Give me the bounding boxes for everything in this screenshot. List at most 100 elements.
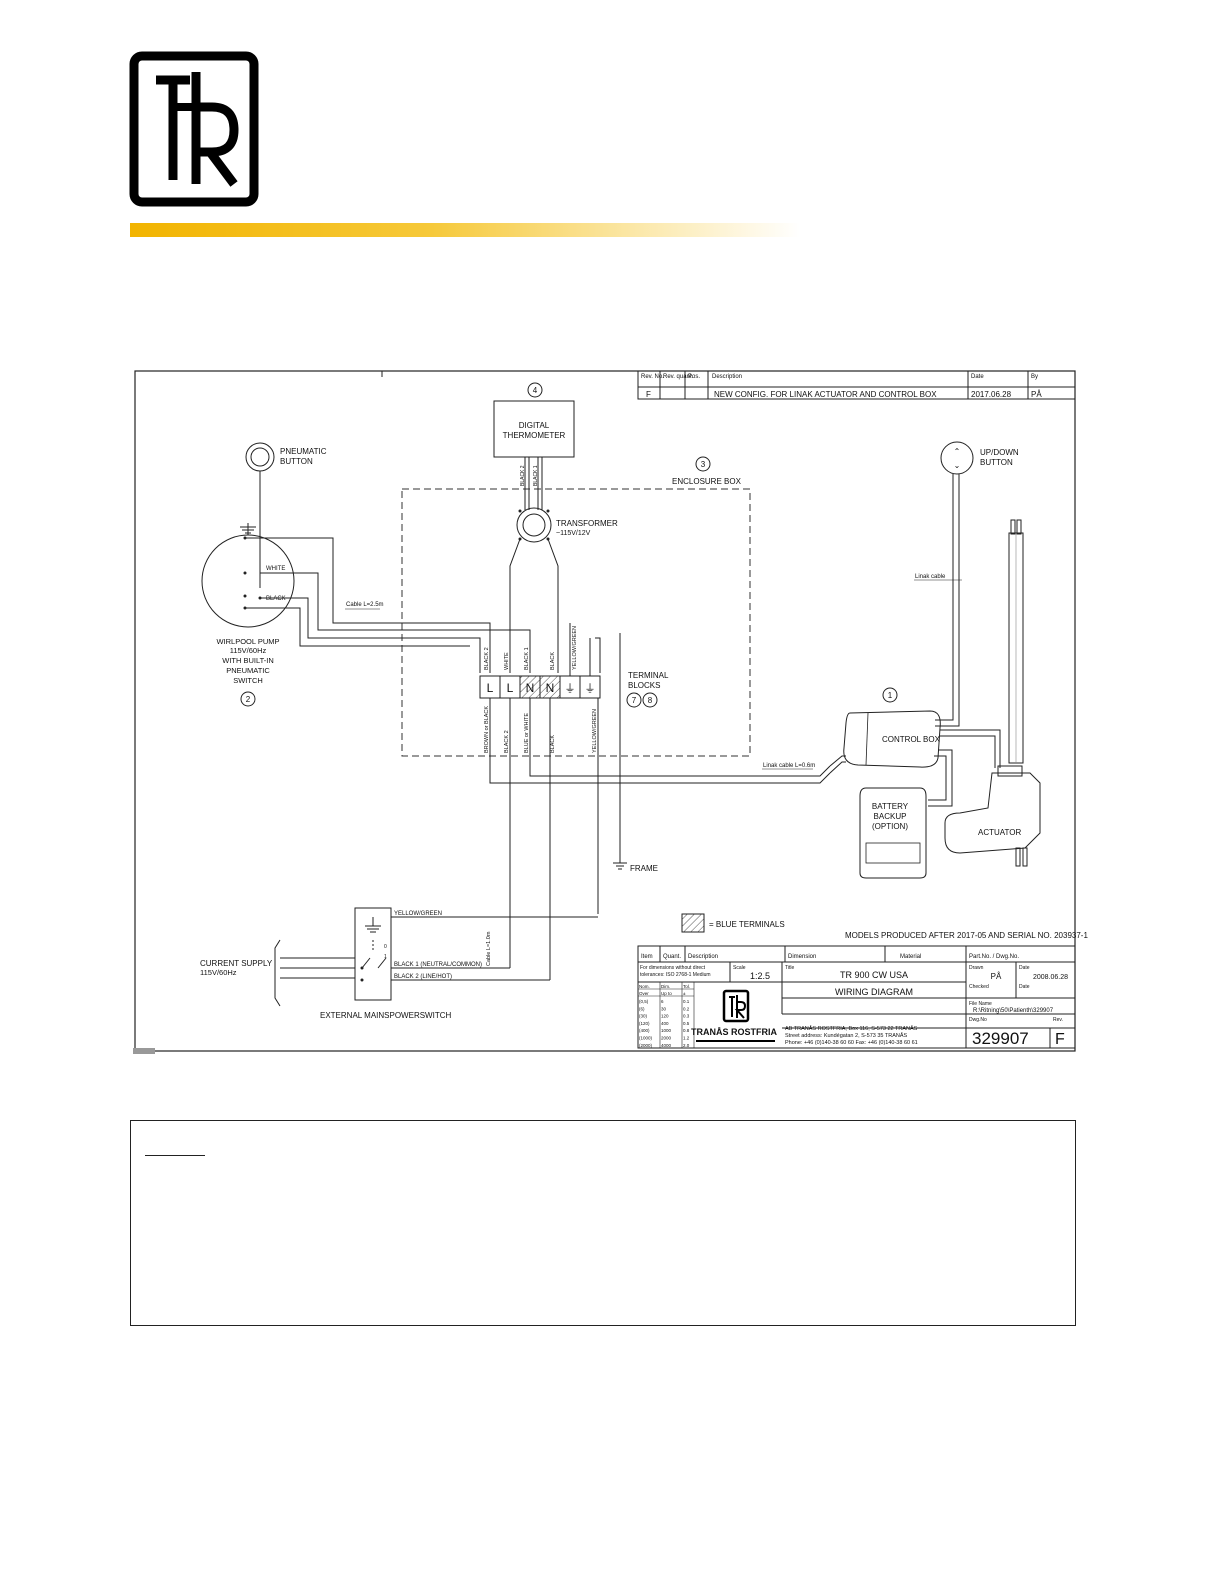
tolerance-cell: 2.0 <box>683 1043 690 1048</box>
updown-label-2: BUTTON <box>980 458 1013 467</box>
tb-date: 2008.06.28 <box>1033 974 1068 981</box>
enclosure-label: ENCLOSURE BOX <box>672 477 742 486</box>
terminal-blocks: L L N N ⏚ ⏚ <box>479 675 601 699</box>
tol-sub-2: Up to <box>661 991 672 996</box>
terminal-cell-5: ⏚ <box>565 682 576 695</box>
terminal-cell-3: N <box>526 681 535 695</box>
tb-file: R:\Ritning\50\Patienth\329907 <box>973 1008 1054 1014</box>
tolerance-cell: 400 <box>661 1021 669 1026</box>
tb-tolerance-1: For dimensions without direct <box>640 965 706 971</box>
pump-label-3: WITH BUILT-IN <box>222 656 274 665</box>
pump-label-4: PNEUMATIC <box>226 666 270 675</box>
notes-box <box>130 1120 1076 1326</box>
tr-mini-logo <box>722 989 750 1023</box>
terminal-number-8: 8 <box>648 696 653 705</box>
thermo-wire-2: BLACK 1 <box>533 465 539 486</box>
svg-text:⌃: ⌃ <box>954 447 961 456</box>
terminal-cell-4: N <box>546 681 555 695</box>
tb-header-desc: Description <box>688 954 718 960</box>
tolerance-cell: 0.3 <box>683 1014 690 1019</box>
rev-header-no: Rev. No. <box>641 374 664 380</box>
battery-label-1: BATTERY <box>872 802 909 811</box>
tolerance-cell: 1.2 <box>683 1036 690 1041</box>
tolerance-cell: 4000 <box>661 1043 672 1048</box>
tolerance-cell: 120 <box>661 1014 669 1019</box>
transformer-label-1: TRANSFORMER <box>556 519 618 528</box>
tb-dwg: 329907 <box>972 1029 1029 1048</box>
blue-terminals-label: = BLUE TERMINALS <box>709 920 785 929</box>
thermometer-label-1: DIGITAL <box>519 421 550 430</box>
wire-bottom-1: BROWN or BLACK <box>484 706 490 753</box>
tolerance-cell: 0.1 <box>683 999 690 1004</box>
tb-address-3: Phone: +46 (0)140-38 60 60 Fax: +46 (0)1… <box>785 1040 918 1046</box>
wire-bottom-2: BLACK 2 <box>504 730 510 753</box>
terminal-cell-6: ⏚ <box>585 682 596 695</box>
terminal-cell-1: L <box>487 681 494 695</box>
wire-bottom-4: BLACK <box>550 735 556 753</box>
rev-by: PÅ <box>1031 390 1042 399</box>
tb-header-quant: Quant. <box>663 954 681 960</box>
actuator-icon <box>944 772 1041 854</box>
tol-header-3: Tol. <box>683 984 690 989</box>
terminal-label-1: TERMINAL <box>628 671 669 680</box>
wire-bottom-5: YELLOW/GREEN <box>592 709 598 753</box>
tb-date-label: Date <box>1019 965 1030 971</box>
pneumatic-label-2: BUTTON <box>280 457 313 466</box>
switch-label: EXTERNAL MAINSPOWERSWITCH <box>320 1011 451 1020</box>
tol-header-2: Dim. <box>661 984 670 989</box>
tb-title: TR 900 CW USA <box>840 970 908 980</box>
wire-top-5: YELLOW/GREEN <box>572 626 578 670</box>
tolerance-cell: (1000) <box>639 1036 653 1041</box>
current-supply-label-1: CURRENT SUPPLY <box>200 959 273 968</box>
wire-top-3: BLACK 1 <box>524 647 530 670</box>
control-box-icon <box>843 710 941 768</box>
tolerance-cell: 0.8 <box>683 1028 690 1033</box>
tolerance-cell: (400) <box>639 1028 650 1033</box>
tolerance-cell: 6 <box>661 999 664 1004</box>
models-note: MODELS PRODUCED AFTER 2017-05 AND SERIAL… <box>845 931 1088 940</box>
tb-header-dim: Dimension <box>788 954 816 960</box>
pump-label-1: WIRLPOOL PUMP <box>216 637 279 646</box>
rev-header-pos: Pos. <box>688 374 700 380</box>
tolerance-cell: 2000 <box>661 1036 672 1041</box>
wire-top-4: BLACK <box>550 652 556 670</box>
tb-dwg-label: Dwg.No <box>969 1017 987 1023</box>
battery-backup-icon <box>859 787 927 879</box>
tb-title-label: Title <box>785 965 794 971</box>
tb-address-2: Street address: Kundégatan 2, S-573 35 T… <box>785 1032 908 1039</box>
terminal-label-2: BLOCKS <box>628 681 660 690</box>
switch-pos-0: 0 <box>384 944 387 950</box>
tb-drawn-label: Drawn <box>969 965 984 971</box>
linak-cable-long-label: Linak cable L=0.6m <box>763 763 815 769</box>
pump-wire-white: WHITE <box>266 566 285 572</box>
wirlpool-pump-icon <box>201 534 295 628</box>
battery-label-2: BACKUP <box>874 812 907 821</box>
tolerance-cell: (6) <box>639 1006 645 1011</box>
tb-address-1: AB TRANÅS ROSTFRIA, Box 116, S-573 22 TR… <box>785 1025 918 1032</box>
updown-label-1: UP/DOWN <box>980 448 1019 457</box>
tr-monogram-logo <box>129 51 259 207</box>
rev-description: NEW CONFIG. FOR LINAK ACTUATOR AND CONTR… <box>714 390 937 399</box>
switch-pos-1: 1 <box>384 954 387 960</box>
thermo-wire-1: BLACK 2 <box>520 465 526 486</box>
pneumatic-button-icon <box>245 442 275 472</box>
tb-tolerance-2: tolerances: ISO 2768-1 Medium <box>640 972 711 978</box>
tb-company: TRANÅS ROSTFRIA <box>691 1027 777 1037</box>
tol-sub-1: Over <box>639 991 649 996</box>
revision-table: Rev. No. Rev. quant. Pos. Description Da… <box>637 370 1076 400</box>
pump-cable-label: Cable L=2.5m <box>346 602 384 608</box>
switch-cable-label: Cable L=1.0m <box>486 931 492 966</box>
updown-button-icon <box>940 441 974 475</box>
drawing-frame <box>134 370 1076 1052</box>
tolerance-cell: (30) <box>639 1014 648 1019</box>
pump-wire-black: BLACK <box>266 596 286 602</box>
tolerance-cell: 0.5 <box>683 1021 690 1026</box>
wire-top-1: BLACK 2 <box>484 647 490 670</box>
tol-sub-3: ± <box>683 991 686 996</box>
enclosure-number: 3 <box>701 460 706 469</box>
switch-wire-b2: BLACK 2 (LINE/HOT) <box>394 974 452 980</box>
rev-date: 2017.06.28 <box>971 390 1012 399</box>
terminal-number-7: 7 <box>632 696 637 705</box>
enclosure-number-circle <box>695 456 711 472</box>
tb-header-part: Part.No. / Dwg.No. <box>969 954 1019 960</box>
